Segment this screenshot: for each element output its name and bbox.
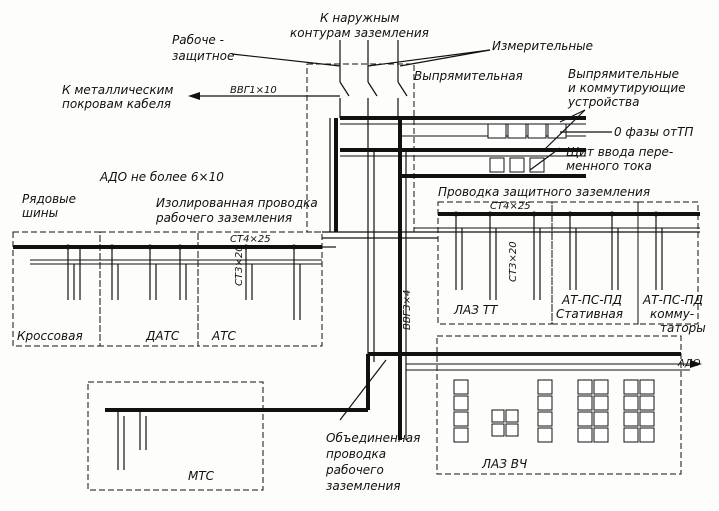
label-work-protective-1: Рабоче - (172, 33, 224, 47)
label-to-outer-contours-2: контурам заземления (290, 26, 429, 40)
label-st-25-left: СТ4×25 (230, 234, 271, 245)
label-work-protective-2: защитное (172, 49, 234, 63)
right-upper-risers (455, 214, 663, 300)
switches (231, 40, 491, 118)
label-row-bars-2: шины (22, 206, 58, 220)
label-room-at-komm-3: таторы (660, 321, 706, 335)
label-to-metal-covers-2: покровам кабеля (62, 97, 171, 111)
label-zero-phase: 0 фазы отТП (614, 125, 693, 139)
label-ado-right: АДО (677, 358, 701, 369)
mts-room-outline (87, 381, 264, 491)
label-insulated-wiring-2: рабочего заземления (155, 211, 292, 225)
label-room-laz-tt: ЛАЗ ТТ (453, 303, 499, 317)
left-bus-nodes (65, 244, 297, 250)
label-measuring: Измерительные (492, 39, 593, 53)
label-row-bars-1: Рядовые (22, 192, 76, 206)
at-komm-room-outline (637, 201, 699, 325)
label-st-20-right: СТ3×20 (508, 241, 519, 282)
left-rooms-risers (67, 247, 301, 320)
label-ado-max: АДО не более 6×10 (99, 170, 224, 184)
laz-vch-cabinets (453, 379, 655, 443)
label-ac-board-2: менного тока (566, 159, 652, 173)
label-room-dats: ДАТС (145, 329, 180, 343)
label-to-metal-covers-1: К металлическим (62, 83, 173, 97)
label-vvg-34: ВВГ3×4 (402, 290, 413, 330)
label-combined-wiring-1: Объединенная (326, 431, 420, 445)
combined-wiring-leader (339, 359, 387, 421)
krossovaya-room-outline (12, 231, 101, 347)
label-room-ats: АТС (211, 329, 237, 343)
label-room-at-stat-1: АТ-ПС-ПД (561, 293, 622, 307)
right-bus-nodes (453, 211, 659, 217)
label-room-at-komm-2: комму- (650, 307, 694, 321)
label-protective-wiring: Проводка защитного заземления (438, 185, 650, 199)
laz-vch-room-outline (436, 335, 682, 475)
label-room-krossovaya: Кроссовая (17, 329, 83, 343)
rectifier-devices (487, 109, 586, 173)
label-room-laz-vch: ЛАЗ ВЧ (481, 457, 527, 471)
label-ac-board-1: Щит ввода пере- (566, 145, 673, 159)
labels: К наружным контурам заземления Рабоче - … (17, 11, 706, 493)
label-rectifier-devices-1: Выпрямительные (568, 67, 679, 81)
ats-room-outline (197, 231, 323, 347)
label-st-25-right: СТ4×25 (490, 201, 531, 212)
ado-arrow-icon (690, 360, 702, 368)
label-room-at-komm-1: АТ-ПС-ПД (642, 293, 703, 307)
label-cable-vvg: ВВГ1×10 (230, 85, 277, 96)
label-insulated-wiring-1: Изолированная проводка (156, 196, 318, 210)
label-combined-wiring-4: заземления (326, 479, 400, 493)
label-st-20-left: СТ3×20 (234, 245, 245, 286)
metal-covers-arrow-icon (188, 92, 200, 100)
label-combined-wiring-2: проводка (326, 447, 386, 461)
label-rectifier-devices-2: и коммутирующие (568, 81, 686, 95)
label-room-mts: МТС (188, 469, 215, 483)
label-rectifier-room: Выпрямительная (414, 69, 523, 83)
label-combined-wiring-3: рабочего (325, 463, 384, 477)
label-room-at-stat-2: Стативная (556, 307, 623, 321)
label-rectifier-devices-3: устройства (567, 95, 639, 109)
label-to-outer-contours-1: К наружным (320, 11, 399, 25)
